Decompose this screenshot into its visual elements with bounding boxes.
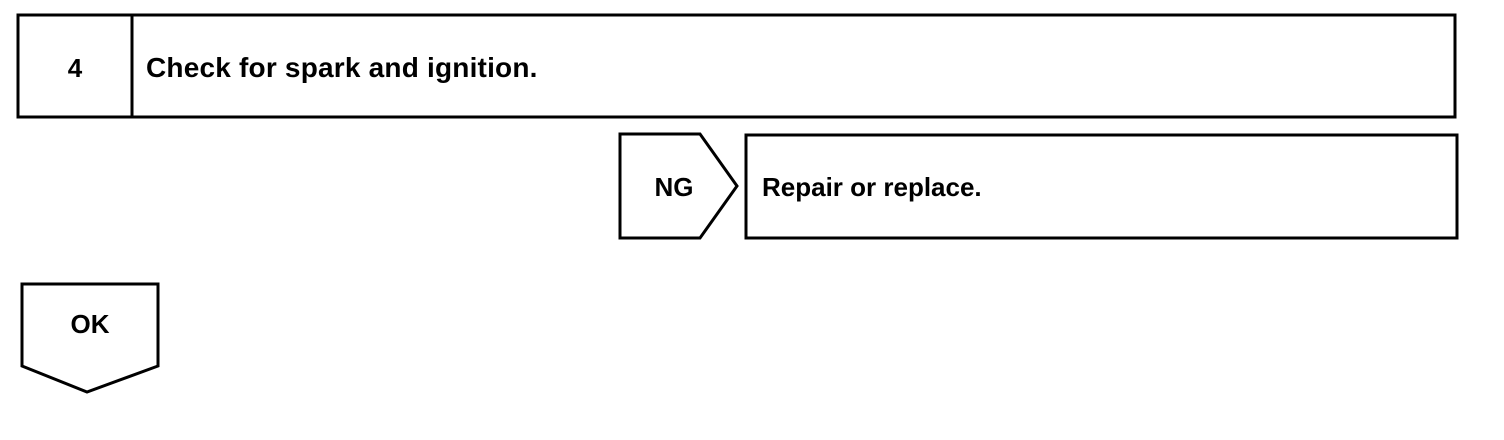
ng-label: NG (654, 172, 694, 202)
step-number: 4 (67, 53, 83, 83)
ng-arrow-box (618, 132, 739, 240)
ng-action-box (744, 133, 1459, 240)
ok-arrow-box (20, 282, 160, 394)
ok-label: OK (70, 309, 110, 339)
ng-action-text: Repair or replace. (762, 172, 982, 202)
step-box (16, 13, 1457, 119)
step-title: Check for spark and ignition. (146, 52, 538, 83)
